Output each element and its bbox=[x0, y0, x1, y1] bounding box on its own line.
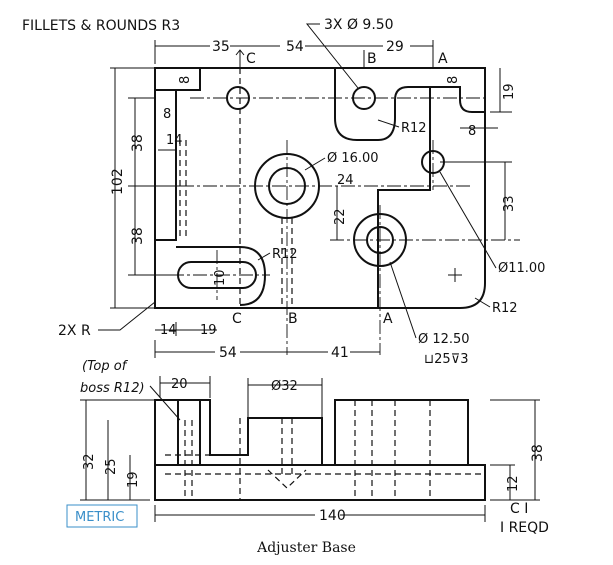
callout-hole-11: Ø11.00 bbox=[498, 261, 545, 276]
section-a-bottom: A bbox=[383, 311, 393, 327]
top-view-outline bbox=[154, 67, 486, 309]
front-view-dimensions: (Top of boss R12) 20 Ø32 32 25 19 38 12 … bbox=[80, 359, 546, 524]
dim-12: 12 bbox=[506, 475, 521, 492]
front-hidden-lines bbox=[184, 400, 431, 500]
dim-35: 35 bbox=[212, 39, 230, 55]
note-qty: C I bbox=[510, 501, 528, 517]
callout-cbore: Ø 12.50 bbox=[418, 332, 470, 347]
metric-label: METRIC bbox=[75, 510, 124, 525]
drawing-title: FILLETS & ROUNDS R3 bbox=[22, 18, 180, 34]
hole-note-leader bbox=[305, 23, 359, 89]
boss-note-1: (Top of bbox=[82, 359, 129, 374]
front-view-outline bbox=[154, 399, 486, 501]
drill-point bbox=[267, 469, 307, 489]
top-left-step bbox=[176, 68, 201, 91]
callout-2x-r: 2X R bbox=[58, 323, 91, 339]
dim-29: 29 bbox=[386, 39, 404, 55]
front-hidden-horizontal bbox=[165, 454, 485, 475]
dim-8-right: 8 bbox=[446, 76, 461, 84]
dim-102: 102 bbox=[110, 168, 126, 195]
dim-22: 22 bbox=[333, 208, 348, 225]
dim-14-bottom: 14 bbox=[160, 323, 177, 338]
dim-33: 33 bbox=[502, 195, 517, 212]
dim-20: 20 bbox=[171, 377, 188, 392]
dim-19: 19 bbox=[126, 471, 141, 488]
section-b-bottom: B bbox=[288, 311, 298, 327]
dim-38-lower: 38 bbox=[130, 227, 146, 245]
raised-block bbox=[334, 68, 485, 141]
figure-caption: Adjuster Base bbox=[257, 540, 356, 556]
dim-140: 140 bbox=[319, 508, 346, 524]
upper-left-notch bbox=[155, 89, 177, 241]
dim-38-front: 38 bbox=[530, 444, 546, 462]
dim-10: 10 bbox=[213, 269, 228, 286]
callout-r12-corner: R12 bbox=[492, 301, 518, 316]
section-c-bottom: C bbox=[232, 311, 242, 327]
callout-bore: Ø 16.00 bbox=[327, 151, 379, 166]
corner-center-mark bbox=[448, 268, 462, 282]
callout-bore-depth: 24 bbox=[337, 173, 354, 188]
dim-8-right2: 8 bbox=[468, 124, 476, 139]
dim-8-left: 8 bbox=[178, 76, 193, 84]
top-view bbox=[154, 67, 520, 355]
dim-54-top: 54 bbox=[286, 39, 304, 55]
step-line-a bbox=[377, 87, 431, 308]
note-reqd: I REQD bbox=[500, 520, 549, 536]
metric-box bbox=[66, 504, 138, 528]
callout-cbore-note: ⊔25⊽3 bbox=[424, 352, 468, 367]
dim-38-upper: 38 bbox=[130, 134, 146, 152]
section-c-top: C bbox=[246, 51, 256, 67]
dim-19-bottom: 19 bbox=[200, 323, 217, 338]
dim-8-left2: 8 bbox=[163, 107, 171, 122]
adjuster-base-drawing: FILLETS & ROUNDS R3 bbox=[22, 17, 549, 536]
boss-note-2: boss R12) bbox=[80, 381, 145, 396]
dim-32: 32 bbox=[82, 453, 97, 470]
dim-25: 25 bbox=[104, 458, 119, 475]
boss-lines bbox=[177, 400, 201, 465]
callout-r12-slot: R12 bbox=[272, 247, 298, 262]
dim-41: 41 bbox=[331, 345, 349, 361]
callout-r12-top: R12 bbox=[401, 121, 427, 136]
dim-19-right: 19 bbox=[502, 83, 517, 100]
dim-54-bottom: 54 bbox=[219, 345, 237, 361]
hole-note: 3X Ø 9.50 bbox=[324, 17, 394, 33]
front-view bbox=[154, 399, 486, 501]
dim-14-top: 14 bbox=[166, 133, 183, 148]
section-b-top: B bbox=[367, 51, 377, 67]
dim-dia-32: Ø32 bbox=[271, 379, 298, 394]
section-a-top: A bbox=[438, 51, 448, 67]
top-view-dimensions: 35 54 29 3X Ø 9.50 8 8 14 8 19 8 R12 102… bbox=[58, 17, 545, 367]
